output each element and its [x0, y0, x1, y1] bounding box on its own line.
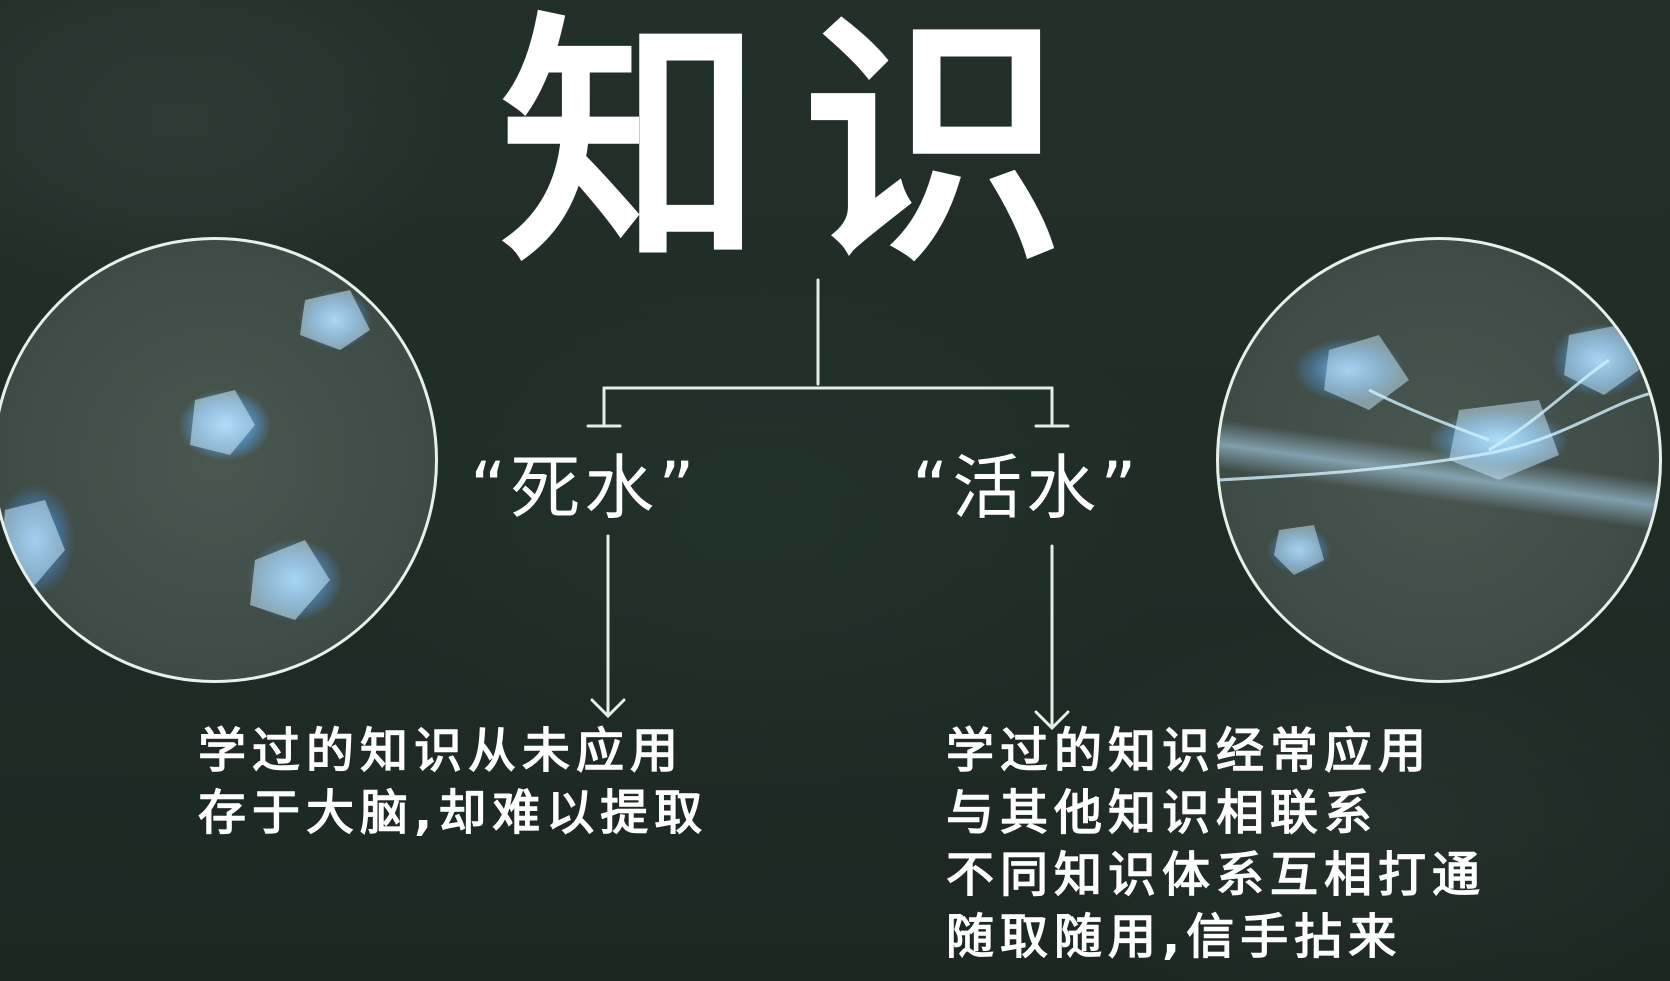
dead-description-line: 学过的知识从未应用	[198, 723, 685, 779]
page-title: 知识	[500, 0, 1104, 297]
live-water-label: “活水”	[912, 447, 1141, 529]
live-description-line: 学过的知识经常应用	[946, 723, 1433, 779]
dead-water-label: “死水”	[470, 447, 699, 529]
live-description-line: 与其他知识相联系	[946, 785, 1379, 841]
dead-water-description: 学过的知识从未应用 存于大脑,却难以提取	[198, 720, 708, 844]
live-description-line: 不同知识体系互相打通	[946, 847, 1487, 903]
isolated-neurons-image	[0, 237, 438, 683]
connected-neurons-image	[1216, 237, 1662, 683]
dead-description-line: 存于大脑,却难以提取	[198, 785, 709, 841]
live-water-description: 学过的知识经常应用 与其他知识相联系 不同知识体系互相打通 随取随用,信手拈来	[946, 720, 1486, 968]
dead-arrow-head	[590, 698, 626, 719]
live-description-line: 随取随用,信手拈来	[946, 909, 1403, 965]
live-arrow-head	[1034, 710, 1070, 731]
